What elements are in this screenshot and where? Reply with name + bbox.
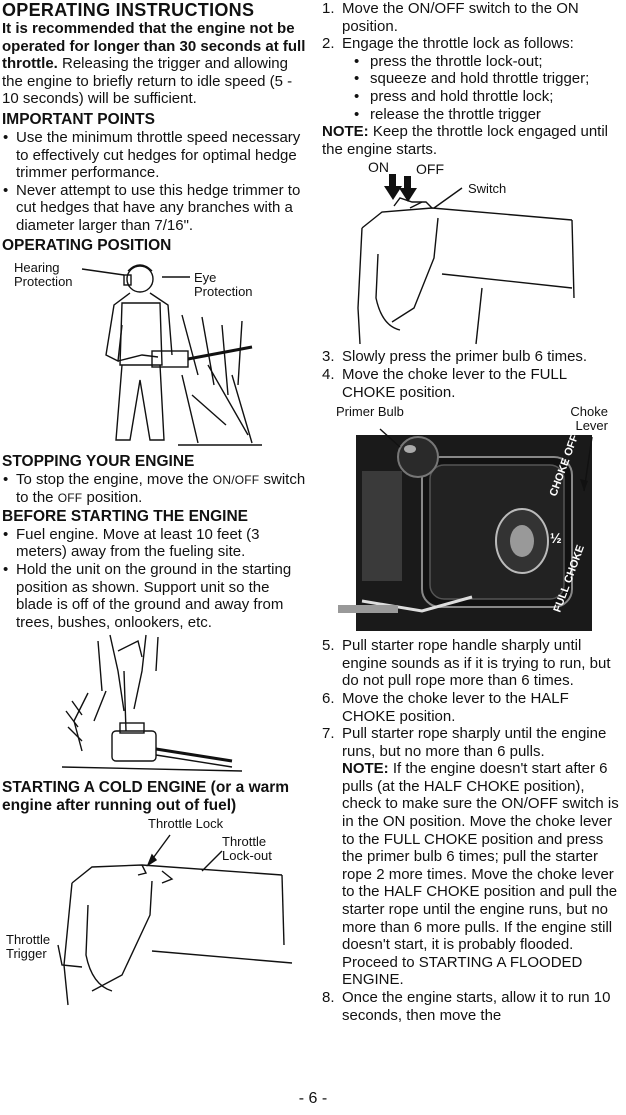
stopping-list: To stop the engine, move the ON/OFF swit… bbox=[2, 471, 308, 508]
switch-figure: ON OFF Switch bbox=[322, 158, 624, 348]
half-choke-marking: ½ bbox=[550, 530, 562, 546]
note-text: If the engine doesn't start after 6 pull… bbox=[342, 760, 619, 989]
step-number: 6. bbox=[322, 689, 335, 707]
stopping-off-term: OFF bbox=[57, 491, 83, 506]
step-text: Slowly press the primer bulb 6 times. bbox=[342, 348, 588, 366]
list-item: Never attempt to use this hedge trimmer … bbox=[2, 182, 308, 235]
step-1: 1. Move the ON/OFF switch to the ON posit… bbox=[322, 0, 624, 35]
stopping-text: position. bbox=[82, 489, 143, 507]
steps-list-c: 5. Pull starter rope handle sharply until… bbox=[322, 637, 624, 1024]
step-2: 2. Engage the throttle lock as follows: p… bbox=[322, 35, 624, 123]
list-item: squeeze and hold throttle trigger; bbox=[354, 70, 624, 88]
step-number: 8. bbox=[322, 989, 335, 1006]
primer-bulb-label: Primer Bulb bbox=[336, 404, 404, 420]
starting-position-illustration bbox=[61, 635, 243, 772]
step-number: 3. bbox=[322, 348, 335, 366]
step-number: 5. bbox=[322, 637, 335, 655]
before-starting-list: Fuel engine. Move at least 10 feet (3 me… bbox=[2, 526, 308, 632]
step-5: 5. Pull starter rope handle sharply until… bbox=[322, 637, 624, 690]
before-starting-heading: BEFORE STARTING THE ENGINE bbox=[2, 507, 249, 525]
intro-warning: It is recommended that the engine not be… bbox=[2, 20, 306, 73]
step-number: 4. bbox=[322, 365, 335, 383]
step-number: 1. bbox=[322, 0, 335, 17]
step-text: Move the choke lever to the HALF CHOKE p… bbox=[342, 689, 569, 725]
step-number: 2. bbox=[322, 35, 335, 53]
throttle-trigger-label: Throttle Trigger bbox=[6, 932, 51, 962]
starting-position-figure bbox=[2, 631, 308, 779]
list-item: To stop the engine, move the ON/OFF swit… bbox=[2, 471, 308, 508]
operating-position-heading: OPERATING POSITION bbox=[2, 236, 172, 254]
intro-text: Releasing the trigger and allowing the e… bbox=[2, 55, 293, 108]
important-points-list: Use the minimum throttle speed necessary… bbox=[2, 129, 308, 235]
list-item: release the throttle trigger bbox=[354, 106, 624, 124]
important-points-heading: IMPORTANT POINTS bbox=[2, 110, 155, 128]
list-item: Hold the unit on the ground in the start… bbox=[2, 561, 308, 631]
hearing-protection-label: Hearing Protection bbox=[14, 259, 73, 289]
stopping-text: switch to the bbox=[16, 470, 306, 507]
page-title: OPERATING INSTRUCTIONS bbox=[2, 0, 255, 20]
list-item: Use the minimum throttle speed necessary… bbox=[2, 129, 308, 182]
step-text: Engage the throttle lock as follows: bbox=[342, 35, 574, 53]
step-text: Move the ON/OFF switch to the ON positio… bbox=[342, 0, 579, 35]
page-number: - 6 - bbox=[298, 1090, 328, 1107]
note-text: Keep the throttle lock engaged until the… bbox=[322, 123, 609, 158]
operator-illustration bbox=[81, 263, 262, 446]
switch-illustration bbox=[357, 174, 575, 345]
switch-label: Switch bbox=[468, 181, 507, 197]
list-item: Fuel engine. Move at least 10 feet (3 me… bbox=[2, 526, 308, 561]
primer-choke-figure: Primer Bulb Choke Lever CHOKE OFF ½ FULL… bbox=[322, 401, 624, 637]
stopping-switch-term: ON/OFF bbox=[212, 472, 260, 487]
list-item: press the throttle lock-out; bbox=[354, 53, 624, 71]
eye-protection-label: Eye Protection bbox=[194, 269, 253, 299]
step-text: Once the engine starts, allow it to run … bbox=[342, 989, 611, 1024]
cold-engine-heading: STARTING A COLD ENGINE (or a warm engine… bbox=[2, 779, 290, 815]
stopping-engine-heading: STOPPING YOUR ENGINE bbox=[2, 452, 195, 470]
stopping-text: To stop the engine, move the bbox=[16, 470, 213, 488]
throttle-figure: Throttle Lock Throttle Lock-out Throttle… bbox=[2, 815, 308, 1015]
throttle-illustration bbox=[57, 834, 293, 1006]
step-number: 7. bbox=[322, 725, 335, 743]
operating-position-figure: Hearing Protection Eye Protection bbox=[2, 255, 308, 453]
right-column: 1. Move the ON/OFF switch to the ON posit… bbox=[322, 0, 624, 1024]
step-text: Move the choke lever to the FULL CHOKE p… bbox=[342, 365, 567, 401]
on-label: ON bbox=[368, 159, 389, 176]
choke-lever-label: Choke Lever bbox=[570, 404, 608, 434]
off-label: OFF bbox=[416, 161, 444, 178]
step-6: 6. Move the choke lever to the HALF CHOKE… bbox=[322, 690, 624, 725]
step-4: 4. Move the choke lever to the FULL CHOKE… bbox=[322, 366, 624, 401]
note-label: NOTE: bbox=[322, 123, 369, 141]
step-text: Pull starter rope handle sharply until e… bbox=[342, 637, 611, 690]
step-3: 3. Slowly press the primer bulb 6 times. bbox=[322, 348, 624, 366]
throttle-lock-label: Throttle Lock bbox=[148, 816, 224, 832]
step-text: Pull starter rope sharply until the engi… bbox=[342, 725, 607, 760]
intro-paragraph: It is recommended that the engine not be… bbox=[2, 20, 308, 108]
note-throttle-lock: NOTE: Keep the throttle lock engaged unt… bbox=[322, 123, 624, 158]
list-item: press and hold throttle lock; bbox=[354, 88, 624, 106]
step-8: 8. Once the engine starts, allow it to ru… bbox=[322, 989, 624, 1024]
left-column: OPERATING INSTRUCTIONS It is recommended… bbox=[2, 0, 308, 1015]
throttle-lockout-label: Throttle Lock-out bbox=[222, 834, 272, 864]
carburetor-photo: CHOKE OFF ½ FULL CHOKE bbox=[338, 428, 593, 632]
steps-list-a: 1. Move the ON/OFF switch to the ON posit… bbox=[322, 0, 624, 123]
steps-list-b: 3.Slowly press the primer bulb 6 times. … bbox=[322, 348, 624, 401]
step-7: 7. Pull starter rope sharply until the en… bbox=[322, 725, 624, 989]
note-label: NOTE: bbox=[342, 760, 389, 778]
throttle-lock-substeps: press the throttle lock-out; squeeze and… bbox=[342, 53, 624, 123]
